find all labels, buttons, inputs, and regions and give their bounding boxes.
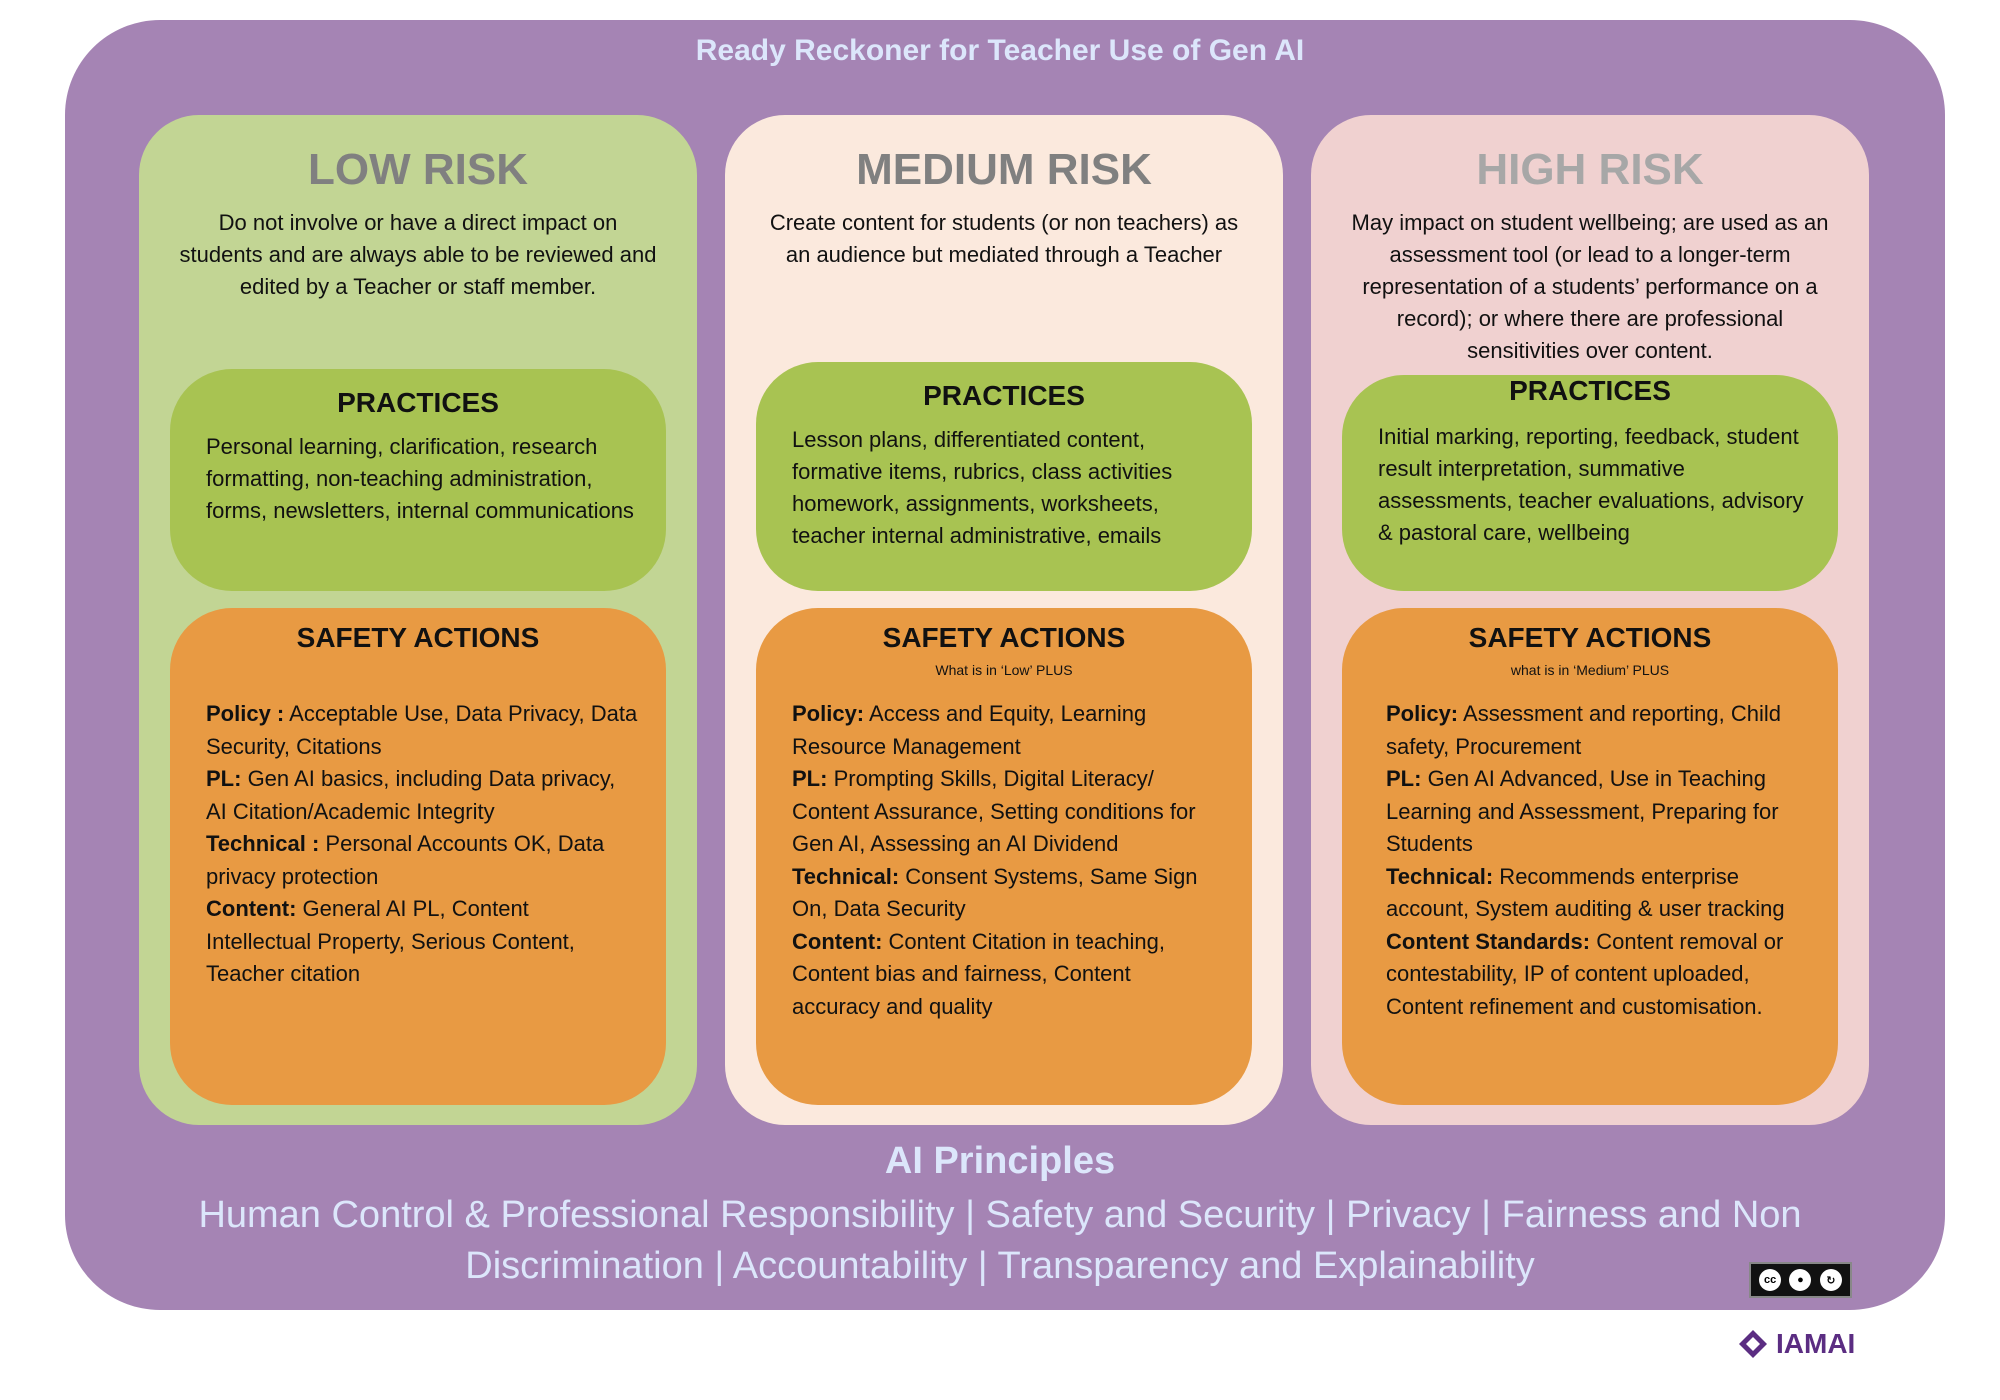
safety-item-text: Content removal or contestability, IP of… xyxy=(1386,928,1784,1019)
principles-text: Human Control & Professional Responsibil… xyxy=(198,1194,1802,1287)
safety-item-text: Acceptable Use, Data Privacy, Data Secur… xyxy=(206,701,638,759)
safety-actions-list: Policy: Access and Equity, Learning Reso… xyxy=(792,698,1224,1023)
safety-actions-panel: SAFETY ACTIONS What is in ‘Low’ PLUS Pol… xyxy=(756,608,1252,1105)
column-description: Do not involve or have a direct impact o… xyxy=(179,210,657,299)
safety-item: Technical : Personal Accounts OK, Data p… xyxy=(206,828,638,893)
column-description: Create content for students (or non teac… xyxy=(769,210,1239,267)
practices-panel: PRACTICES Lesson plans, differentiated c… xyxy=(756,362,1252,591)
attribution-icon: ● xyxy=(1789,1269,1812,1291)
safety-actions-panel: SAFETY ACTIONS Policy : Acceptable Use, … xyxy=(170,608,666,1105)
safety-item-text: Gen AI Advanced, Use in Teaching Learnin… xyxy=(1386,766,1779,856)
page-title: Ready Reckoner for Teacher Use of Gen AI xyxy=(695,34,1305,67)
practices-text: Lesson plans, differentiated content, fo… xyxy=(792,427,1173,548)
safety-item-label: Technical: xyxy=(1386,863,1494,889)
safety-actions-list: Policy : Acceptable Use, Data Privacy, D… xyxy=(206,698,638,991)
safety-actions-list: Policy: Assessment and reporting, Child … xyxy=(1386,698,1810,1023)
safety-item-label: Technical: xyxy=(792,863,900,889)
iamai-logo: IAMAI xyxy=(1738,1328,1855,1360)
diamond-logo-icon xyxy=(1739,1330,1767,1358)
column-heading: LOW RISK xyxy=(308,145,528,194)
principles-title: AI Principles xyxy=(884,1140,1116,1182)
column-heading: MEDIUM RISK xyxy=(856,145,1152,194)
safety-item-label: PL: xyxy=(1386,766,1422,791)
safety-item-text: Assessment and reporting, Child safety, … xyxy=(1386,701,1781,759)
practices-panel: PRACTICES Personal learning, clarificati… xyxy=(170,369,666,591)
low-risk-column: LOW RISK Do not involve or have a direct… xyxy=(139,115,697,1125)
practices-text: Personal learning, clarification, resear… xyxy=(206,434,634,523)
safety-actions-title: SAFETY ACTIONS xyxy=(1468,622,1712,653)
safety-item-text: Recommends enterprise account, System au… xyxy=(1386,863,1785,922)
safety-item: Policy: Access and Equity, Learning Reso… xyxy=(792,698,1224,763)
safety-item-label: Content Standards: xyxy=(1386,928,1591,954)
safety-item-label: Policy: xyxy=(1386,701,1459,726)
safety-item-label: PL: xyxy=(206,766,242,791)
column-description: May impact on student wellbeing; are use… xyxy=(1351,210,1829,363)
safety-item: Content: General AI PL, Content Intellec… xyxy=(206,893,638,991)
safety-item-text: General AI PL, Content Intellectual Prop… xyxy=(206,896,575,986)
safety-item-text: Gen AI basics, including Data privacy, A… xyxy=(206,766,616,824)
safety-item-text: Prompting Skills, Digital Literacy/ Cont… xyxy=(792,766,1196,856)
safety-item: Technical: Recommends enterprise account… xyxy=(1386,861,1810,926)
safety-item-text: Access and Equity, Learning Resource Man… xyxy=(792,701,1147,759)
safety-item: Policy: Assessment and reporting, Child … xyxy=(1386,698,1810,763)
medium-risk-column: MEDIUM RISK Create content for students … xyxy=(725,115,1283,1125)
safety-item: PL: Gen AI basics, including Data privac… xyxy=(206,763,638,828)
safety-item: PL: Gen AI Advanced, Use in Teaching Lea… xyxy=(1386,763,1810,861)
safety-item-text: Personal Accounts OK, Data privacy prote… xyxy=(206,831,605,889)
creative-commons-icon: cc xyxy=(1759,1269,1782,1291)
practices-panel: PRACTICES Initial marking, reporting, fe… xyxy=(1342,375,1838,591)
practices-title: PRACTICES xyxy=(1509,375,1671,406)
safety-actions-title: SAFETY ACTIONS xyxy=(296,622,540,653)
safety-item-label: PL: xyxy=(792,766,828,791)
column-heading: HIGH RISK xyxy=(1476,145,1704,194)
safety-item-label: Content: xyxy=(792,928,883,954)
safety-item-label: Policy : xyxy=(206,701,285,726)
safety-actions-subtitle: what is in ‘Medium’ PLUS xyxy=(1510,662,1670,678)
safety-item: Policy : Acceptable Use, Data Privacy, D… xyxy=(206,698,638,763)
safety-item-label: Content: xyxy=(206,896,297,921)
practices-title: PRACTICES xyxy=(923,380,1085,411)
safety-item-label: Policy: xyxy=(792,701,865,726)
safety-item: Technical: Consent Systems, Same Sign On… xyxy=(792,861,1224,926)
practices-text: Initial marking, reporting, feedback, st… xyxy=(1378,424,1804,545)
safety-item-label: Technical : xyxy=(206,831,320,856)
safety-item: PL: Prompting Skills, Digital Literacy/ … xyxy=(792,763,1224,861)
safety-actions-subtitle: What is in ‘Low’ PLUS xyxy=(935,662,1073,678)
logo-text: IAMAI xyxy=(1776,1328,1856,1359)
share-alike-icon: ↻ xyxy=(1819,1269,1842,1291)
high-risk-column: HIGH RISK May impact on student wellbein… xyxy=(1311,115,1869,1125)
cc-by-sa-badge: cc ● ↻ xyxy=(1749,1262,1852,1298)
practices-title: PRACTICES xyxy=(337,387,499,418)
safety-actions-title: SAFETY ACTIONS xyxy=(882,622,1126,653)
safety-item: Content Standards: Content removal or co… xyxy=(1386,926,1810,1024)
safety-item-text: Consent Systems, Same Sign On, Data Secu… xyxy=(792,863,1198,922)
safety-item-text: Content Citation in teaching, Content bi… xyxy=(792,928,1165,1019)
safety-item: Content: Content Citation in teaching, C… xyxy=(792,926,1224,1024)
safety-actions-panel: SAFETY ACTIONS what is in ‘Medium’ PLUS … xyxy=(1342,608,1838,1105)
